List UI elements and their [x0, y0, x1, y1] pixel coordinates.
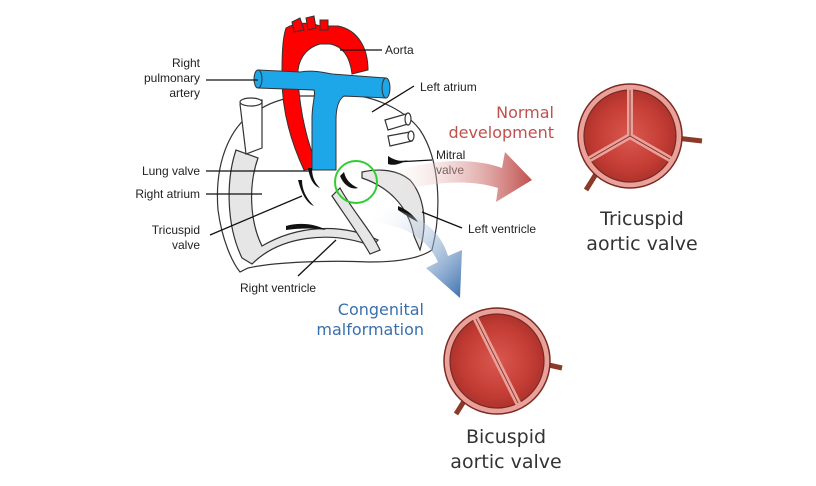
bicuspid-valve-figure: [443, 307, 563, 416]
congenital-malformation-line1: Congenital: [338, 300, 424, 319]
valve-stalk: [583, 172, 599, 192]
vein-opening: [407, 130, 415, 142]
lung-valve-leaflet: [308, 168, 320, 188]
normal-arrow-shape: [378, 152, 532, 202]
aorta-branch: [319, 19, 329, 31]
anatomy-labels: Aorta Right pulmonary artery Left atrium…: [135, 43, 536, 295]
tricuspid-valve-figure: [577, 83, 703, 192]
label-mitral-valve-1: Mitral: [436, 148, 465, 162]
label-right-pulmonary-artery-1: Right: [172, 56, 201, 70]
vena-cava-opening: [239, 97, 263, 107]
label-right-atrium: Right atrium: [135, 187, 200, 201]
aorta-branch: [305, 15, 317, 31]
left-ventricle-wall: [361, 169, 425, 252]
label-right-pulmonary-artery-3: artery: [169, 86, 200, 100]
label-aorta: Aorta: [385, 43, 414, 57]
normal-development-arrow: [378, 152, 532, 202]
tricuspid-caption-line1: Tricuspid: [599, 208, 684, 230]
label-tricuspid-valve-1: Tricuspid: [152, 223, 200, 237]
label-lung-valve: Lung valve: [142, 164, 200, 178]
pulmonary-artery-end: [253, 69, 263, 89]
aorta-branch: [291, 17, 305, 33]
bicuspid-caption-line2: aortic valve: [450, 451, 561, 473]
label-tricuspid-valve-2: valve: [172, 238, 200, 252]
septum: [331, 187, 381, 255]
leader-lines: [206, 49, 463, 277]
label-right-ventricle: Right ventricle: [240, 281, 316, 295]
vein-opening: [404, 112, 412, 126]
congenital-arrow-shape: [372, 206, 462, 298]
heart-illustration: [216, 15, 439, 273]
aortic-valve-leaflet: [340, 172, 358, 189]
aorta: [281, 22, 369, 171]
label-left-ventricle: Left ventricle: [468, 222, 536, 236]
tricuspid-caption-line2: aortic valve: [586, 233, 697, 255]
tricuspid-valve-leaflet: [298, 180, 314, 206]
chorda-leaflet: [286, 223, 326, 230]
aortic-valve-highlight: [334, 160, 378, 204]
mitral-valve-leaflet: [388, 156, 408, 165]
label-right-pulmonary-artery-2: pulmonary: [144, 71, 200, 85]
tricuspid-commissure-edge: [589, 90, 671, 160]
congenital-malformation-line2: malformation: [316, 320, 424, 339]
bicuspid-commissure-edge: [475, 318, 519, 404]
pulmonary-artery-end: [381, 77, 391, 99]
label-left-atrium: Left atrium: [420, 80, 477, 94]
bicuspid-caption-line1: Bicuspid: [466, 426, 546, 448]
normal-development-line1: Normal: [496, 103, 554, 122]
congenital-malformation-arrow: [372, 206, 462, 298]
normal-development-line2: development: [448, 123, 554, 142]
pulmonary-artery: [257, 69, 387, 171]
heart-outline: [216, 95, 439, 273]
